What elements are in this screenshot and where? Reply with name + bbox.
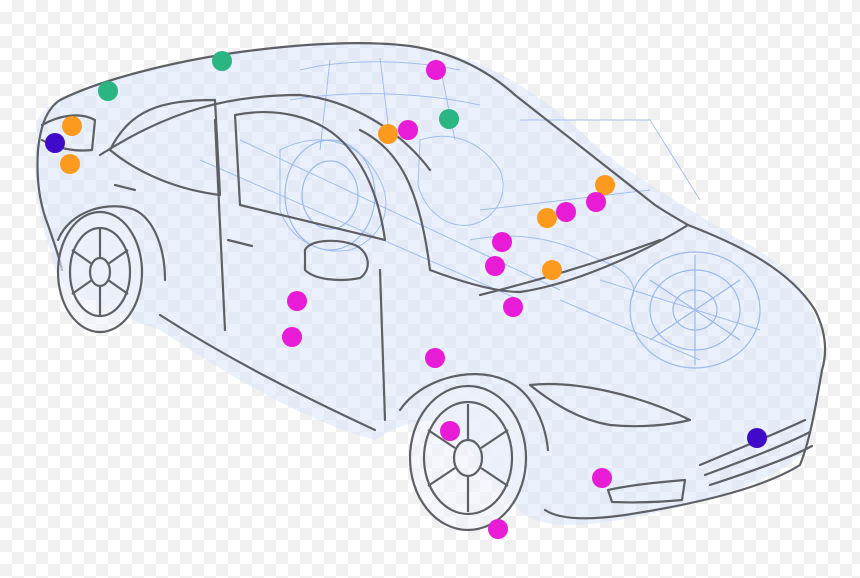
orange-sensor-marker — [537, 208, 557, 228]
magenta-sensor-marker — [287, 291, 307, 311]
magenta-sensor-marker — [492, 232, 512, 252]
green-sensor-marker — [212, 51, 232, 71]
orange-sensor-marker — [60, 154, 80, 174]
magenta-sensor-marker — [488, 519, 508, 539]
magenta-sensor-marker — [426, 60, 446, 80]
orange-sensor-marker — [378, 124, 398, 144]
orange-sensor-marker — [62, 116, 82, 136]
magenta-sensor-marker — [485, 256, 505, 276]
magenta-sensor-marker — [282, 327, 302, 347]
green-sensor-marker — [439, 109, 459, 129]
magenta-sensor-marker — [503, 297, 523, 317]
rear-wheel — [58, 212, 142, 332]
magenta-sensor-marker — [440, 421, 460, 441]
indigo-sensor-marker — [747, 428, 767, 448]
magenta-sensor-marker — [556, 202, 576, 222]
indigo-sensor-marker — [45, 133, 65, 153]
magenta-sensor-marker — [586, 192, 606, 212]
orange-sensor-marker — [542, 260, 562, 280]
magenta-sensor-marker — [425, 348, 445, 368]
front-wheel — [410, 386, 526, 530]
green-sensor-marker — [98, 81, 118, 101]
magenta-sensor-marker — [592, 468, 612, 488]
magenta-sensor-marker — [398, 120, 418, 140]
